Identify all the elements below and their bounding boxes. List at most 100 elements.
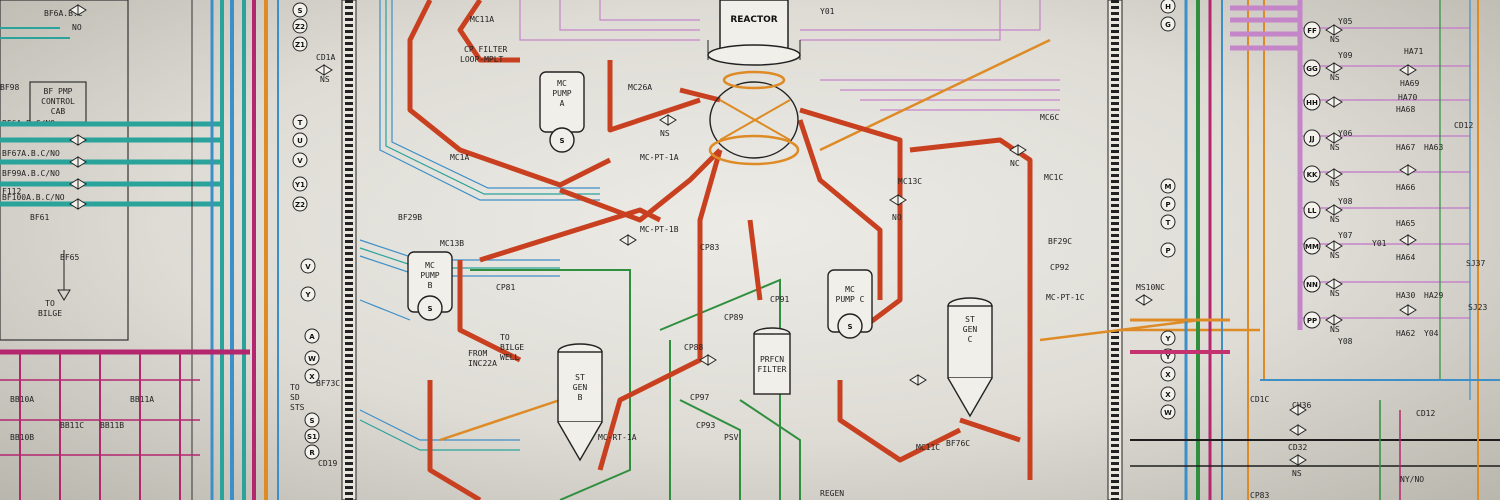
svg-text:Y07: Y07 [1338, 231, 1353, 240]
svg-text:PRFCN: PRFCN [760, 355, 784, 364]
svg-text:NS: NS [1330, 215, 1340, 224]
purification-filter[interactable]: PRFCN FILTER [753, 327, 791, 395]
svg-text:CD32: CD32 [1288, 443, 1307, 452]
svg-text:BF29B: BF29B [398, 213, 422, 222]
steam-generator-b[interactable]: ST GEN B [557, 343, 603, 462]
svg-text:MC11C: MC11C [916, 443, 940, 452]
svg-text:MC1C: MC1C [1044, 173, 1063, 182]
svg-text:HA71: HA71 [1404, 47, 1423, 56]
pump-b[interactable]: MC PUMP B S [407, 251, 453, 321]
svg-text:NS: NS [1330, 325, 1340, 334]
to-bilge-1: TO [45, 299, 55, 308]
svg-text:MC11A: MC11A [470, 15, 494, 24]
svg-text:MC-RT-1A: MC-RT-1A [598, 433, 637, 442]
svg-text:HA70: HA70 [1398, 93, 1417, 102]
svg-text:PUMP: PUMP [552, 89, 571, 98]
svg-text:CD12: CD12 [1454, 121, 1473, 130]
svg-text:GEN: GEN [573, 383, 588, 392]
svg-text:CP FILTER: CP FILTER [464, 45, 508, 54]
valve-label-bf99: BF99A.B.C/NO [2, 169, 60, 178]
svg-text:Z1: Z1 [295, 41, 305, 49]
valve-label-cd1a: CD1A [316, 53, 335, 62]
to-sd-sts-2: SD [290, 393, 300, 402]
svg-text:CD12: CD12 [1416, 409, 1435, 418]
right-bus-tags: H G M P T P Y Y X X W [1160, 0, 1176, 420]
svg-text:Z2: Z2 [295, 201, 305, 209]
svg-text:S: S [309, 417, 314, 425]
svg-text:JJ: JJ [1308, 135, 1314, 143]
svg-text:CD1C: CD1C [1250, 395, 1269, 404]
svg-text:T: T [298, 119, 303, 127]
left-bus-tags: S Z2 Z1 T U V Y1 Z2 V Y A W X S S1 R [292, 2, 320, 460]
svg-text:B: B [578, 393, 583, 402]
cable-tray-left [341, 0, 357, 500]
svg-text:Y: Y [1164, 335, 1171, 343]
svg-text:NY/NO: NY/NO [1400, 475, 1424, 484]
svg-text:HA64: HA64 [1396, 253, 1415, 262]
svg-text:PP: PP [1307, 317, 1317, 325]
svg-text:Y08: Y08 [1338, 197, 1353, 206]
pump-a[interactable]: MC PUMP A S [539, 71, 585, 153]
svg-text:Y1: Y1 [294, 181, 305, 189]
svg-text:Y: Y [304, 291, 311, 299]
svg-text:HA67: HA67 [1396, 143, 1415, 152]
svg-text:BILGE: BILGE [500, 343, 524, 352]
svg-text:CP92: CP92 [1050, 263, 1069, 272]
svg-text:FF: FF [1307, 27, 1317, 35]
svg-text:ST: ST [965, 315, 975, 324]
valve-label-bf100: BF100A.B.C/NO [2, 193, 65, 202]
svg-text:CP88: CP88 [684, 343, 703, 352]
valve-label-bb11c: BB11C [60, 421, 84, 430]
svg-text:S: S [847, 323, 852, 331]
svg-text:B: B [428, 281, 433, 290]
svg-text:MC: MC [845, 285, 855, 294]
svg-text:MS10NC: MS10NC [1136, 283, 1165, 292]
svg-text:GEN: GEN [963, 325, 978, 334]
valve-label-bf6a: BF6A.B.C [44, 9, 83, 18]
bottom-left-manifold: BB10A BB10B BB11A BB11B BB11C [0, 349, 250, 500]
svg-text:NS: NS [1330, 73, 1340, 82]
reactor-label: REACTOR [730, 15, 777, 25]
svg-text:Z2: Z2 [295, 23, 305, 31]
svg-text:S1: S1 [307, 433, 317, 441]
svg-text:WELL: WELL [500, 353, 519, 362]
svg-text:S: S [559, 137, 564, 145]
valve-label-bb10a: BB10A [10, 395, 34, 404]
pump-c[interactable]: MC PUMP C S [827, 269, 873, 339]
to-bilge-2: BILGE [38, 309, 62, 318]
bf-control-label-1: BF PMP [44, 87, 73, 96]
svg-text:W: W [1164, 409, 1172, 417]
svg-text:X: X [1165, 391, 1171, 399]
svg-text:V: V [305, 263, 311, 271]
svg-text:MC-PT-1C: MC-PT-1C [1046, 293, 1085, 302]
svg-text:SJ23: SJ23 [1468, 303, 1487, 312]
steam-generator-c[interactable]: ST GEN C [947, 297, 993, 418]
svg-text:S: S [427, 305, 432, 313]
svg-text:M: M [1165, 183, 1172, 191]
svg-text:PUMP: PUMP [420, 271, 439, 280]
svg-text:X: X [1165, 371, 1171, 379]
svg-text:T: T [1166, 219, 1171, 227]
cable-tray-right [1107, 0, 1123, 500]
svg-text:BF29C: BF29C [1048, 237, 1072, 246]
svg-text:X: X [309, 373, 315, 381]
reactor-vessel[interactable]: REACTOR [707, 0, 801, 166]
svg-text:NS: NS [1330, 143, 1340, 152]
svg-text:P: P [1165, 201, 1170, 209]
svg-text:Y: Y [1164, 353, 1171, 361]
svg-text:MC1A: MC1A [450, 153, 469, 162]
valve-label-bf98: BF98 [0, 83, 19, 92]
svg-text:A: A [309, 333, 315, 341]
svg-text:CP83: CP83 [700, 243, 719, 252]
svg-text:Y08: Y08 [1338, 337, 1353, 346]
svg-text:HA30: HA30 [1396, 291, 1415, 300]
far-right-tags: FF GG HH JJ KK LL MM NN PP [1303, 21, 1321, 329]
svg-text:NS: NS [1330, 289, 1340, 298]
svg-text:C: C [968, 335, 973, 344]
svg-text:Y04: Y04 [1424, 329, 1439, 338]
svg-text:HA69: HA69 [1400, 79, 1419, 88]
svg-text:CP89: CP89 [724, 313, 743, 322]
svg-text:CP93: CP93 [696, 421, 715, 430]
svg-text:NS: NS [1292, 469, 1302, 478]
